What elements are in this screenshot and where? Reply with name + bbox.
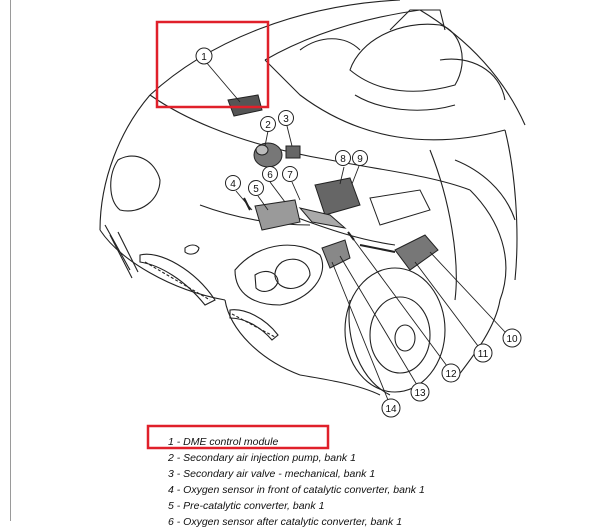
air-valve-shape (285, 145, 301, 159)
reservoir-shape (369, 189, 431, 226)
highlight-box-callout-1 (155, 20, 270, 109)
svg-text:3: 3 (283, 114, 289, 125)
svg-text:4: 4 (230, 179, 236, 190)
callout-12: 12 (441, 363, 461, 383)
callout-7: 7 (282, 166, 298, 182)
callout-8: 8 (335, 150, 351, 166)
svg-text:6: 6 (267, 170, 273, 181)
callout-11: 11 (473, 343, 493, 363)
svg-text:1: 1 (201, 52, 207, 63)
svg-text:2: 2 (265, 120, 271, 131)
car-outline (99, 0, 526, 396)
callout-13: 13 (410, 382, 430, 402)
highlight-box-legend-1 (146, 424, 330, 450)
svg-text:12: 12 (445, 369, 457, 380)
svg-text:10: 10 (506, 334, 518, 345)
leader-lines (205, 61, 506, 401)
callout-6: 6 (262, 166, 278, 182)
callout-2: 2 (260, 116, 276, 132)
manifold-shape (314, 177, 361, 216)
callout-10: 10 (502, 328, 522, 348)
callout-5: 5 (248, 180, 264, 196)
pre-cat-shape (254, 199, 301, 231)
svg-text:14: 14 (385, 404, 397, 415)
svg-text:8: 8 (340, 154, 346, 165)
legend-item-3: 3 - Secondary air valve - mechanical, ba… (168, 468, 376, 480)
callout-14: 14 (381, 398, 401, 418)
dme-module-shape (227, 94, 263, 117)
svg-text:9: 9 (357, 154, 363, 165)
callout-9: 9 (352, 150, 368, 166)
converter-bank2-shape (394, 234, 439, 271)
legend-item-6: 6 - Oxygen sensor after catalytic conver… (168, 516, 403, 528)
callout-4: 4 (225, 175, 241, 191)
legend-item-5: 5 - Pre-catalytic converter, bank 1 (168, 500, 325, 512)
left-border-line (10, 0, 11, 521)
callout-1: 1 (195, 47, 213, 65)
svg-text:7: 7 (287, 170, 293, 181)
converter-bank1-shape (321, 239, 351, 269)
legend-item-2: 2 - Secondary air injection pump, bank 1 (168, 452, 356, 464)
svg-text:13: 13 (414, 388, 426, 399)
svg-text:5: 5 (253, 184, 259, 195)
callout-3: 3 (278, 110, 294, 126)
svg-text:11: 11 (478, 349, 489, 360)
legend-item-1: 1 - DME control module (168, 436, 279, 448)
legend-item-4: 4 - Oxygen sensor in front of catalytic … (168, 484, 425, 496)
callouts: 1 2 3 4 5 6 7 8 9 10 11 12 13 14 (195, 47, 522, 418)
